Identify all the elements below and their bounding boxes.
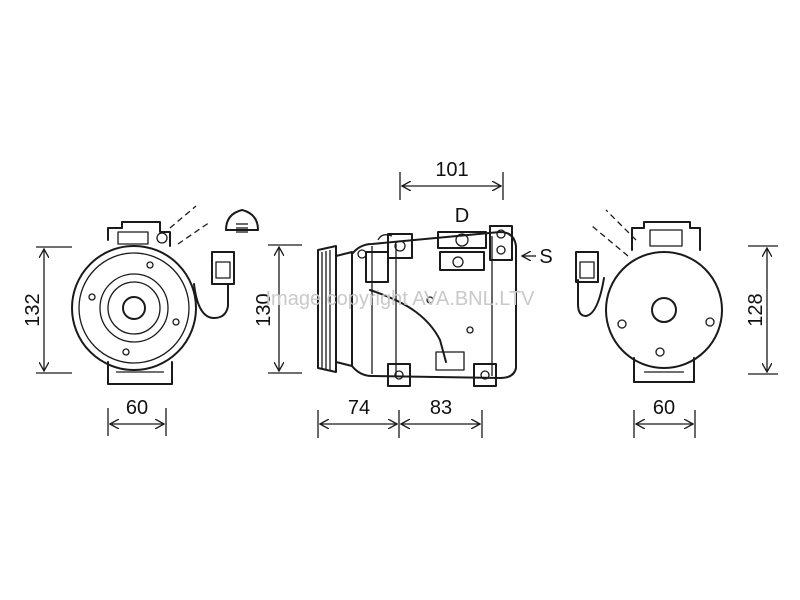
dim-right-height: 128 bbox=[745, 293, 767, 326]
rear-view: 128 60 bbox=[575, 209, 778, 438]
front-view: 132 60 bbox=[22, 205, 259, 436]
dim-left-width: 60 bbox=[126, 397, 148, 419]
side-view: D S 101 130 74 83 bbox=[253, 159, 553, 438]
watermark-text: Image copyright AVA.BNL.LTV bbox=[265, 288, 535, 310]
dim-middle-left: 74 bbox=[348, 397, 370, 419]
dim-middle-right: 83 bbox=[430, 397, 452, 419]
dim-left-height: 132 bbox=[22, 293, 44, 326]
label-discharge: D bbox=[455, 205, 469, 227]
label-suction: S bbox=[539, 246, 552, 268]
dim-right-width: 60 bbox=[653, 397, 675, 419]
dim-middle-top: 101 bbox=[435, 159, 468, 181]
dim-middle-height: 130 bbox=[253, 293, 275, 326]
